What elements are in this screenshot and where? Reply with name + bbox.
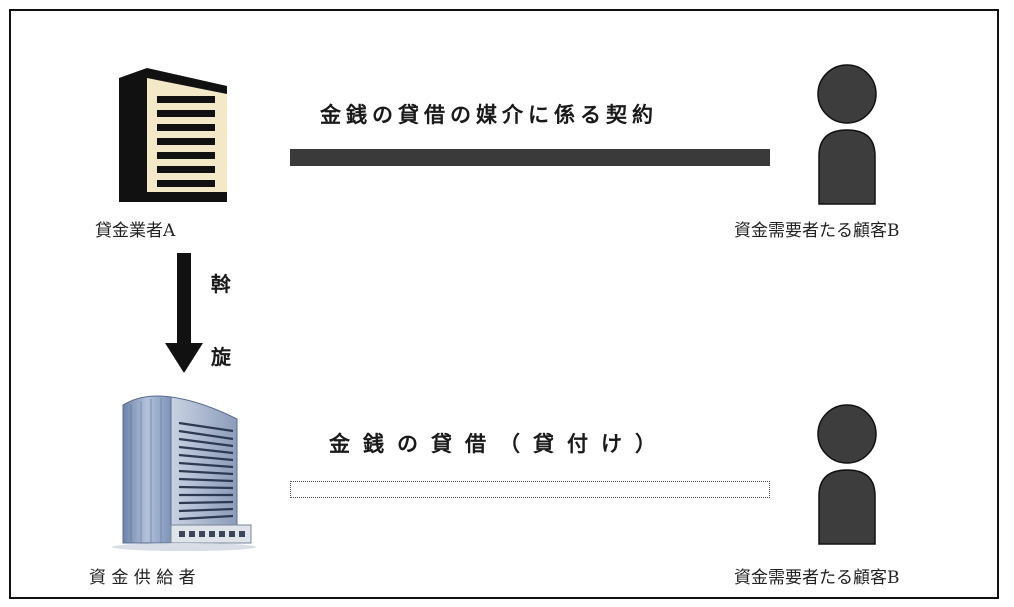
customer-person-icon <box>817 404 877 545</box>
arrow-down-icon <box>165 253 203 373</box>
corporate-tower-icon <box>112 395 256 551</box>
diagram-frame: 貸金業者A 金銭の貸借の媒介に係る契約 資金需要者たる顧客B 斡 旋 <box>9 9 999 599</box>
lender-a-label: 貸金業者A <box>95 221 176 241</box>
customer-person-icon <box>817 64 877 205</box>
mediation-label-2: 旋 <box>211 345 231 369</box>
mediation-label-1: 斡 <box>211 272 231 296</box>
customer-b-label-bottom: 資金需要者たる顧客B <box>734 568 900 588</box>
loan-label: 金銭の貸借（貸付け） <box>329 432 669 456</box>
fund-supplier-label: 資 金 供 給 者 <box>89 568 196 588</box>
contract-connection-bar <box>290 149 770 166</box>
brokerage-contract-label: 金銭の貸借の媒介に係る契約 <box>320 103 658 127</box>
loan-connection-bar <box>290 481 770 498</box>
office-building-icon <box>119 68 227 202</box>
customer-b-label-top: 資金需要者たる顧客B <box>734 221 900 241</box>
